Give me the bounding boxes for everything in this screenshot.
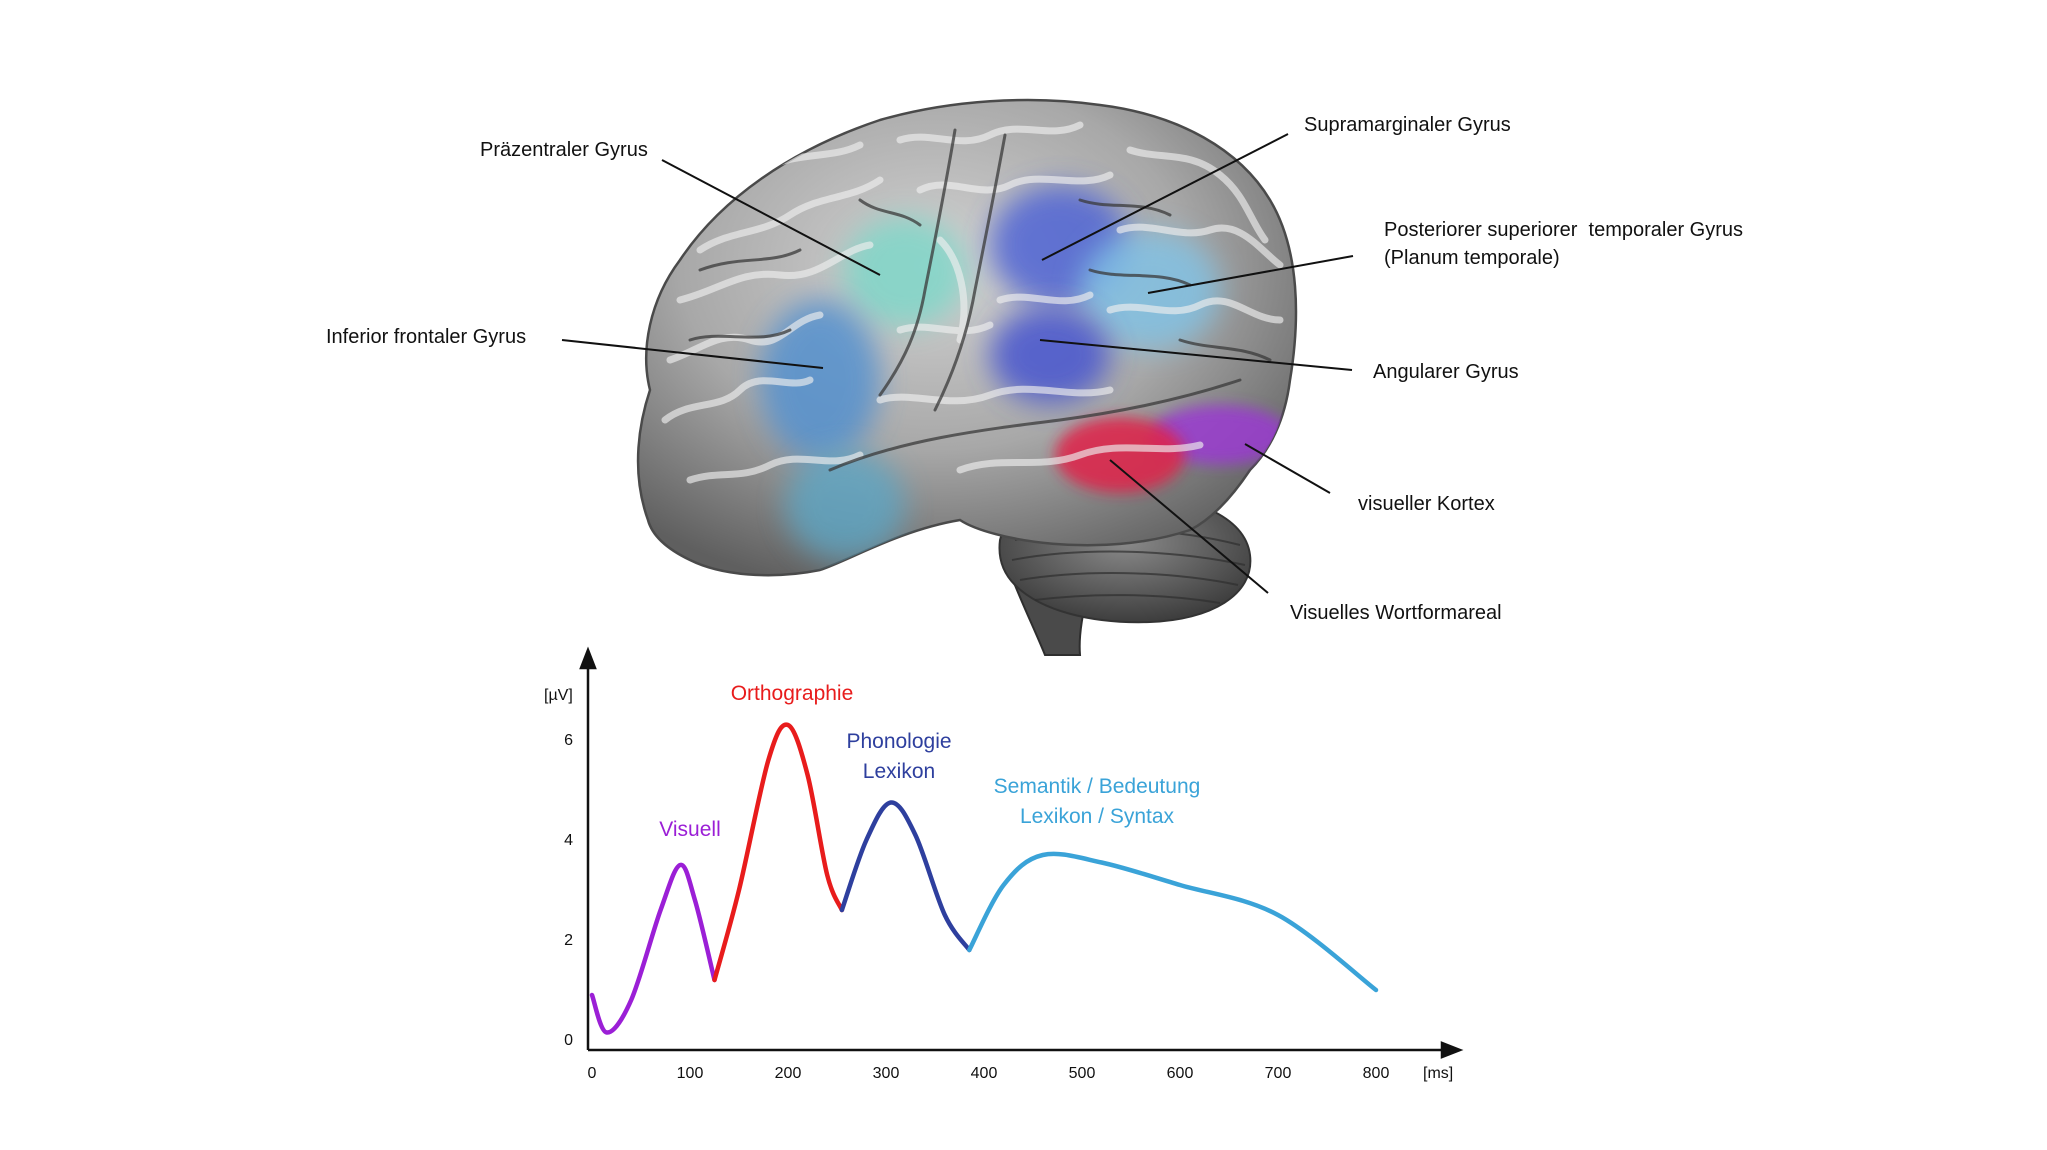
y-tick-2: 2 xyxy=(564,932,573,949)
phase-label-syntax: Lexikon / Syntax xyxy=(1020,805,1175,828)
axes xyxy=(581,650,1460,1057)
label-vwfa: Visuelles Wortformareal xyxy=(1290,602,1502,624)
x-tick-700: 700 xyxy=(1265,1065,1292,1082)
series-line-1 xyxy=(592,865,715,1033)
phase-label-semantik: Semantik / Bedeutung xyxy=(994,775,1201,798)
x-axis-arrow xyxy=(1442,1043,1460,1057)
label-praezentral-gyrus: Präzentraler Gyrus xyxy=(480,139,648,161)
x-tick-100: 100 xyxy=(677,1065,704,1082)
x-tick-500: 500 xyxy=(1069,1065,1096,1082)
label-supramarginal-gyrus: Supramarginaler Gyrus xyxy=(1304,114,1511,136)
phase-label-orthographie: Orthographie xyxy=(731,682,854,705)
y-tick-0: 0 xyxy=(564,1032,573,1049)
leader-visual-cortex xyxy=(1245,444,1330,493)
series-line-2 xyxy=(715,725,842,980)
region-inferior-frontal-lower xyxy=(785,450,905,560)
series-line-4 xyxy=(969,854,1376,990)
erp-chart: [µV] [ms] 0 2 4 6 0 100 200 300 400 500 600 700 800… xyxy=(544,650,1460,1082)
x-tick-200: 200 xyxy=(775,1065,802,1082)
x-axis-label: [ms] xyxy=(1423,1065,1453,1082)
x-tick-600: 600 xyxy=(1167,1065,1194,1082)
label-posterior-temporal-line2: (Planum temporale) xyxy=(1384,247,1560,269)
erp-series xyxy=(592,725,1376,1033)
x-tick-0: 0 xyxy=(588,1065,597,1082)
label-angular-gyrus: Angularer Gyrus xyxy=(1373,361,1519,383)
label-inferior-frontal-gyrus: Inferior frontaler Gyrus xyxy=(326,326,526,348)
series-line-3 xyxy=(842,802,969,950)
label-visual-cortex: visueller Kortex xyxy=(1358,493,1495,515)
phase-label-lexikon: Lexikon xyxy=(863,760,935,783)
x-tick-labels: 0 100 200 300 400 500 600 700 800 xyxy=(588,1065,1390,1082)
region-praezentral xyxy=(843,217,967,327)
phase-label-visuell: Visuell xyxy=(659,818,720,841)
phase-label-phonologie: Phonologie xyxy=(846,730,951,753)
y-axis-arrow xyxy=(581,650,595,668)
y-axis-label: [µV] xyxy=(544,687,573,704)
phase-labels: Visuell Orthographie Phonologie Lexikon … xyxy=(659,682,1200,841)
y-tick-4: 4 xyxy=(564,832,573,849)
label-posterior-temporal-line1: Posteriorer superiorer temporaler Gyrus xyxy=(1384,219,1743,241)
x-tick-400: 400 xyxy=(971,1065,998,1082)
x-tick-300: 300 xyxy=(873,1065,900,1082)
brain-illustration xyxy=(638,100,1296,655)
y-tick-6: 6 xyxy=(564,732,573,749)
x-tick-800: 800 xyxy=(1363,1065,1390,1082)
y-tick-labels: 0 2 4 6 xyxy=(564,732,573,1049)
